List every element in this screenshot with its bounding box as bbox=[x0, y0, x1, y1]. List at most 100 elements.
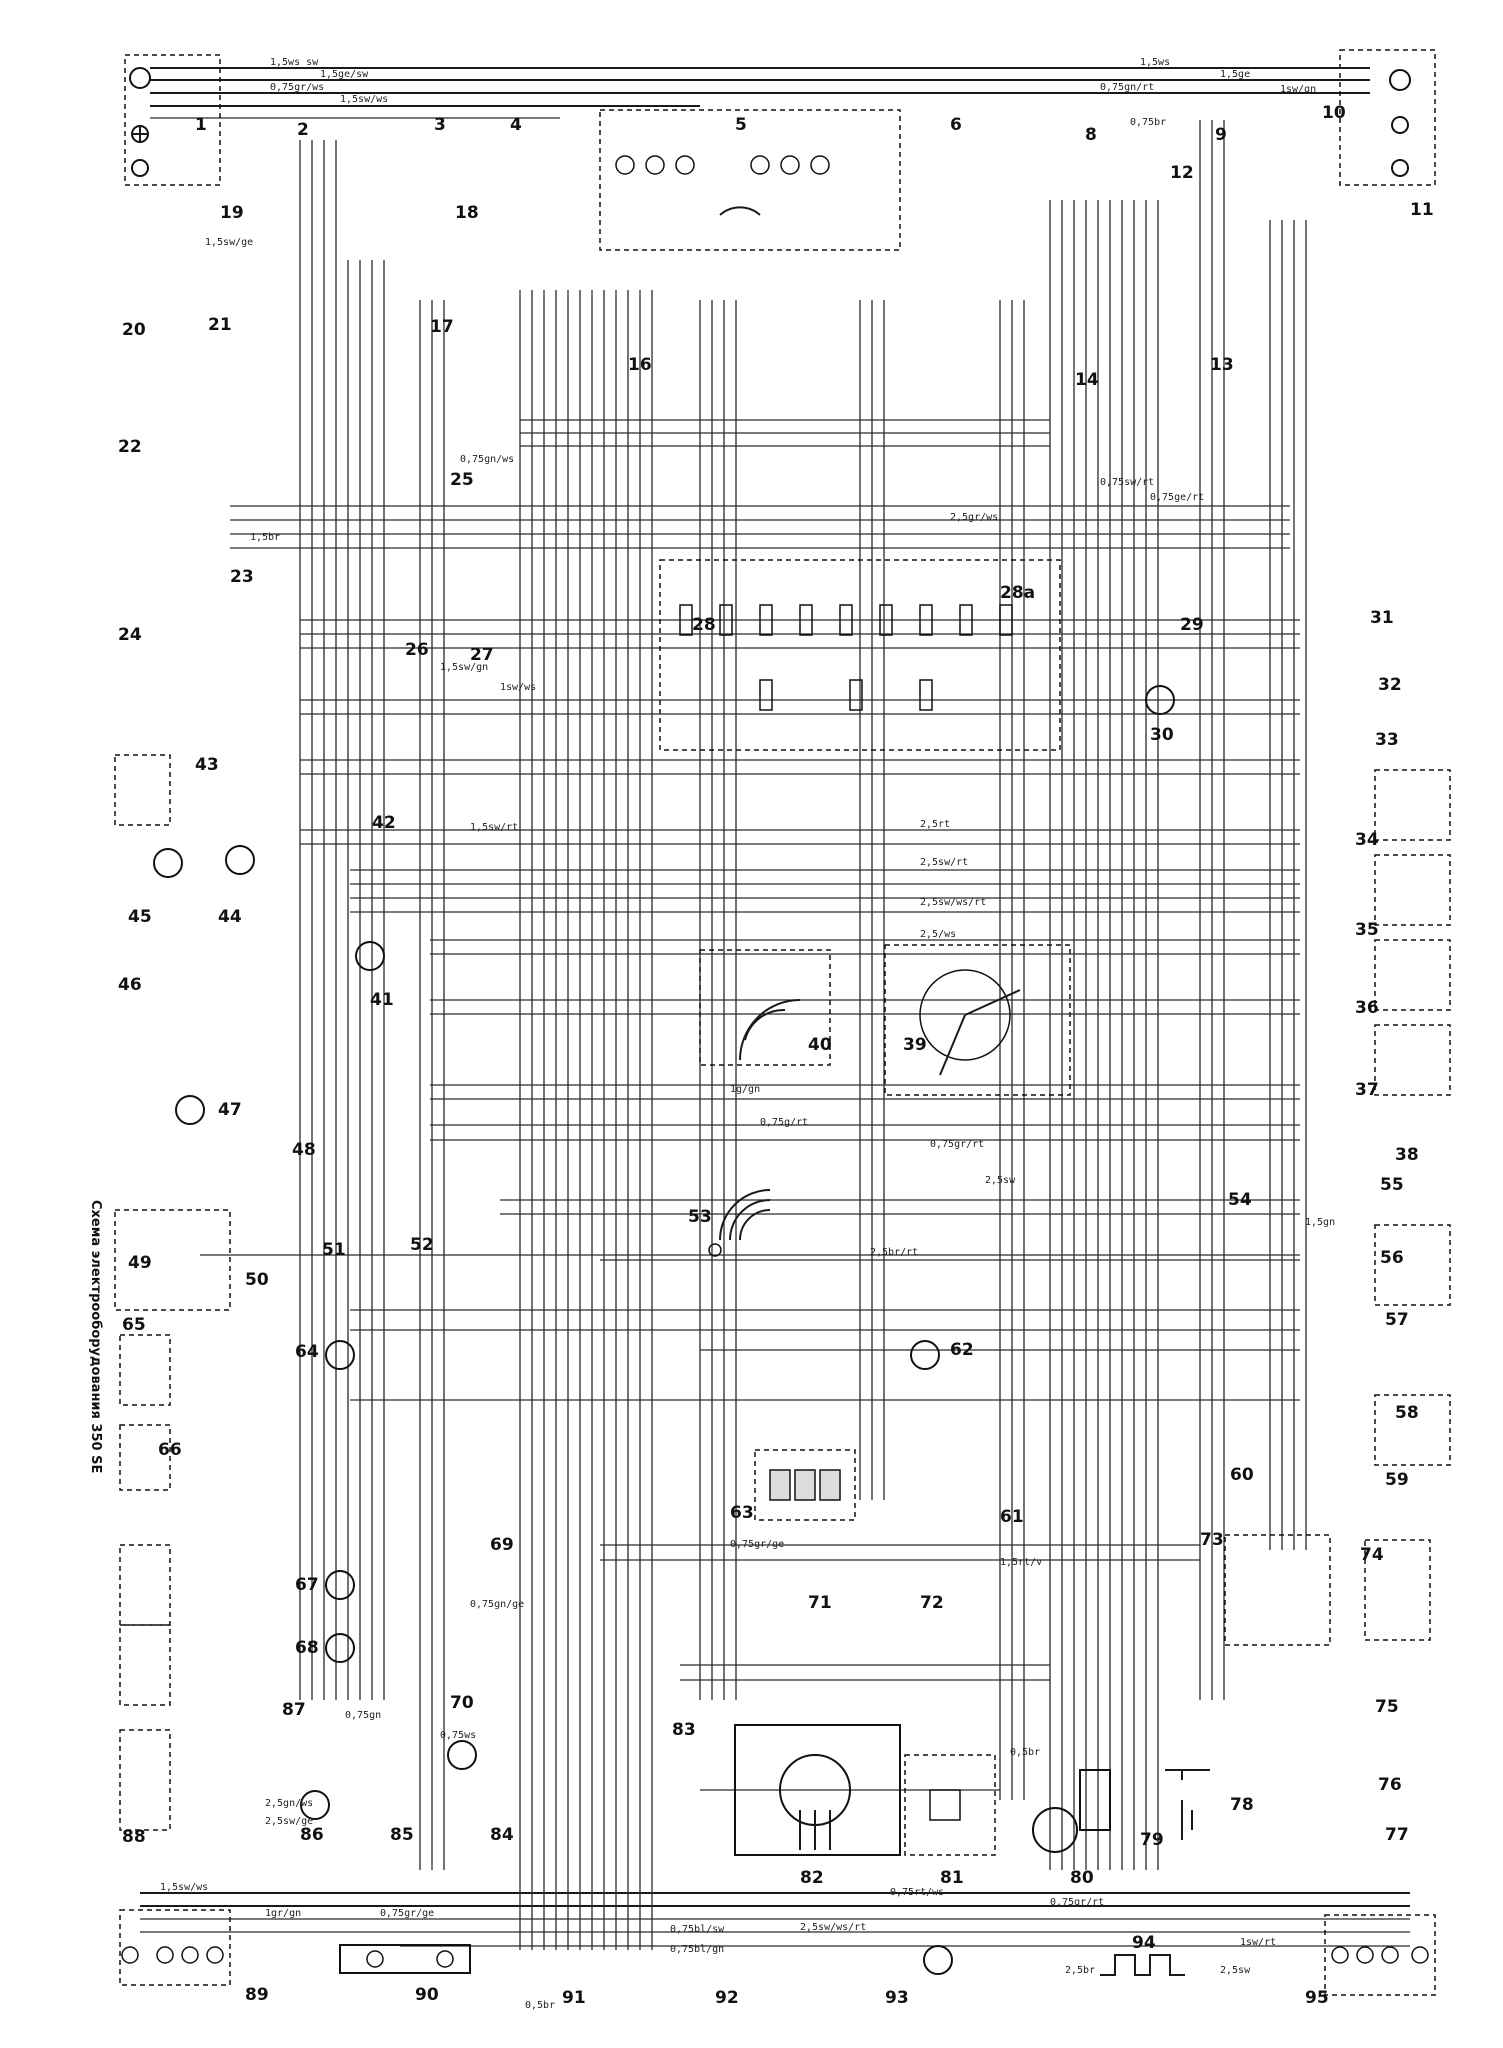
component-number: 44 bbox=[218, 907, 242, 927]
wire-label: 0,75gn bbox=[345, 1710, 381, 1721]
component-number: 14 bbox=[1075, 370, 1099, 390]
wire-label: 1,5rt/v bbox=[1000, 1557, 1042, 1568]
component-number: 86 bbox=[300, 1825, 324, 1845]
component-number: 87 bbox=[282, 1700, 306, 1720]
component-number: 84 bbox=[490, 1825, 514, 1845]
wire-label: 0,75gn/ws bbox=[460, 454, 514, 465]
wire-label: 1sw/gn bbox=[1280, 84, 1316, 95]
component-number: 61 bbox=[1000, 1507, 1024, 1527]
component-number: 71 bbox=[808, 1593, 832, 1613]
left-headlight-unit bbox=[124, 54, 221, 186]
component-number: 32 bbox=[1378, 675, 1402, 695]
vertical-harness bbox=[299, 120, 1307, 1950]
wire-label: 1,5sw/rt bbox=[470, 822, 518, 833]
component-number: 30 bbox=[1150, 725, 1174, 745]
wire-label: 1,5ws bbox=[1140, 57, 1170, 68]
component-number: 63 bbox=[730, 1503, 754, 1523]
wire-label: 0,75ws bbox=[440, 1730, 476, 1741]
component-number: 50 bbox=[245, 1270, 269, 1290]
component-number: 62 bbox=[950, 1340, 974, 1360]
component-number: 17 bbox=[430, 317, 454, 337]
connector-blocks bbox=[114, 754, 231, 1831]
component-number: 54 bbox=[1228, 1190, 1252, 1210]
alternator bbox=[734, 1724, 901, 1856]
component-number: 83 bbox=[672, 1720, 696, 1740]
component-number: 25 bbox=[450, 470, 474, 490]
component-number: 67 bbox=[295, 1575, 319, 1595]
component-number: 64 bbox=[295, 1342, 319, 1362]
side-title: Схема электрооборудования 350 SE bbox=[88, 1200, 103, 1473]
component-number: 72 bbox=[920, 1593, 944, 1613]
component-number: 65 bbox=[122, 1315, 146, 1335]
component-number: 34 bbox=[1355, 830, 1379, 850]
ground-mark: 0,5br bbox=[525, 2000, 555, 2011]
component-number: 36 bbox=[1355, 998, 1379, 1018]
component-number: 1 bbox=[195, 115, 207, 135]
component-number: 8 bbox=[1085, 125, 1097, 145]
component-labels: 1 2 3 4 5 6 8 9 10 11 12 13 14 16 17 18 … bbox=[118, 103, 1434, 2008]
wire-label: 2,5rt bbox=[920, 819, 950, 830]
rear-lamp-units bbox=[119, 1909, 1436, 1996]
component-number: 16 bbox=[628, 355, 652, 375]
component-number: 3 bbox=[434, 115, 446, 135]
component-number: 27 bbox=[470, 645, 494, 665]
component-number: 28 bbox=[692, 615, 716, 635]
component-number: 60 bbox=[1230, 1465, 1254, 1485]
horizontal-harness bbox=[140, 67, 1410, 1947]
component-number: 76 bbox=[1378, 1775, 1402, 1795]
component-number: 82 bbox=[800, 1868, 824, 1888]
ground-mark: 2,5br bbox=[1065, 1965, 1095, 1976]
wire-label: 0,75gn/ge bbox=[470, 1599, 524, 1610]
wire-label: 2,5sw bbox=[985, 1175, 1016, 1186]
fuse-block bbox=[754, 1449, 856, 1521]
wire-label: 0,75bl/sw bbox=[670, 1924, 725, 1935]
component-number: 80 bbox=[1070, 1868, 1094, 1888]
battery bbox=[1165, 1769, 1210, 1840]
component-number: 35 bbox=[1355, 920, 1379, 940]
component-number: 93 bbox=[885, 1988, 909, 2008]
component-number: 47 bbox=[218, 1100, 242, 1120]
wire-label: 2,5sw/ws/rt bbox=[920, 897, 986, 908]
wire-label: 1,5sw/ws bbox=[340, 94, 388, 105]
component-number: 10 bbox=[1322, 103, 1346, 123]
component-number: 55 bbox=[1380, 1175, 1404, 1195]
component-number: 58 bbox=[1395, 1403, 1419, 1423]
component-number: 81 bbox=[940, 1868, 964, 1888]
component-number: 48 bbox=[292, 1140, 316, 1160]
wire-label: 1gr/gn bbox=[265, 1908, 301, 1919]
component-number: 2 bbox=[297, 120, 309, 140]
component-number: 22 bbox=[118, 437, 142, 457]
wire-label: 0,75gr/ge bbox=[380, 1908, 434, 1919]
component-number: 75 bbox=[1375, 1697, 1399, 1717]
component-number: 9 bbox=[1215, 125, 1227, 145]
component-number: 41 bbox=[370, 990, 394, 1010]
component-number: 70 bbox=[450, 1693, 474, 1713]
voltage-regulator bbox=[904, 1754, 996, 1856]
bottom-marks: 2,5br 2,5sw 0,5br bbox=[525, 1965, 1251, 2011]
component-number: 13 bbox=[1210, 355, 1234, 375]
wire-label: 0,5br bbox=[1010, 1747, 1040, 1758]
component-number: 40 bbox=[808, 1035, 832, 1055]
component-number: 33 bbox=[1375, 730, 1399, 750]
wire-label: 2,5/ws bbox=[920, 929, 956, 940]
component-number: 46 bbox=[118, 975, 142, 995]
component-number: 29 bbox=[1180, 615, 1204, 635]
wire-label: 1sw/rt bbox=[1240, 1937, 1276, 1948]
component-number: 31 bbox=[1370, 608, 1394, 628]
component-number: 68 bbox=[295, 1638, 319, 1658]
component-number: 92 bbox=[715, 1988, 739, 2008]
component-number: 89 bbox=[245, 1985, 269, 2005]
component-number: 45 bbox=[128, 907, 152, 927]
wire-label: 0,75gr/rt bbox=[930, 1139, 984, 1150]
component-number: 85 bbox=[390, 1825, 414, 1845]
component-number: 28a bbox=[1000, 583, 1035, 603]
component-number: 52 bbox=[410, 1235, 434, 1255]
component-number: 79 bbox=[1140, 1830, 1164, 1850]
component-number: 12 bbox=[1170, 163, 1194, 183]
component-number: 4 bbox=[510, 115, 522, 135]
right-headlight-unit bbox=[1339, 49, 1436, 186]
wire-label: 1,5ws sw bbox=[270, 57, 319, 68]
wire-label: 0,75gr/rt bbox=[1050, 1897, 1104, 1908]
wire-label: 1,5ge/sw bbox=[320, 69, 369, 80]
component-number: 20 bbox=[122, 320, 146, 340]
